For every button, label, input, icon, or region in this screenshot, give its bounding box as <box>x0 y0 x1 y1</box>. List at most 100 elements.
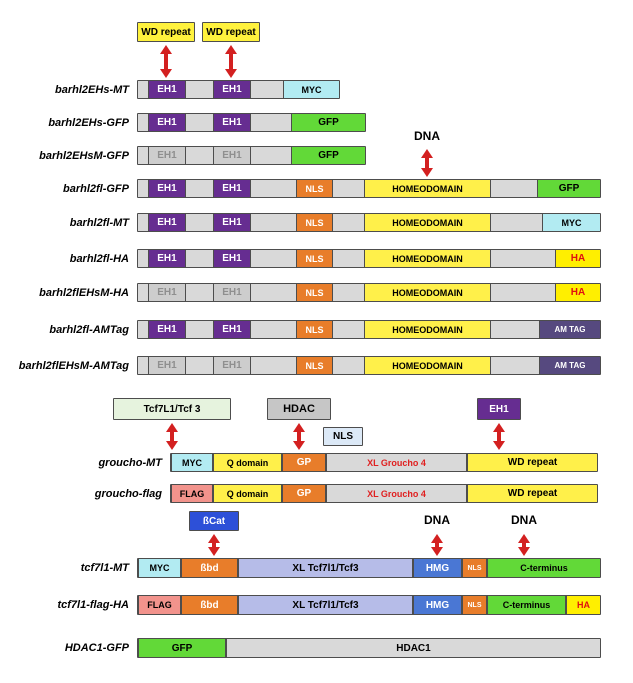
arrowhead-down-icon <box>293 441 305 450</box>
arrow-shaft <box>229 52 233 71</box>
dna-label-2: DNA <box>424 513 450 527</box>
construct-label-groucho-MT: groucho-MT <box>98 456 162 469</box>
arrowhead-up-icon <box>208 534 220 543</box>
eh1-domain-1: EH1 <box>148 80 186 99</box>
homeodomain: HOMEODOMAIN <box>364 213 491 232</box>
eh1-label-arrow-icon <box>493 423 505 450</box>
nls-domain: NLS <box>296 249 333 268</box>
arrowhead-down-icon <box>518 547 530 556</box>
arrow-shaft <box>297 430 301 443</box>
arrow-shaft <box>522 541 526 549</box>
flag-tag: FLAG <box>138 595 181 615</box>
homeodomain: HOMEODOMAIN <box>364 356 491 375</box>
construct-label-tcf7l1-flag-HA: tcf7l1-flag-HA <box>57 599 129 611</box>
eh1-mutated-2: EH1 <box>213 146 251 165</box>
xl-groucho4-region: XL Groucho 4 <box>326 453 467 472</box>
homeodomain: HOMEODOMAIN <box>364 283 491 302</box>
hmg-domain: HMG <box>413 595 462 615</box>
construct-label-barhl2flEHsM-HA: barhl2flEHsM-HA <box>39 286 129 299</box>
xl-groucho4-region: XL Groucho 4 <box>326 484 467 503</box>
ha-tag: HA <box>555 283 601 302</box>
arrowhead-up-icon <box>518 534 530 543</box>
arrowhead-down-icon <box>225 69 237 78</box>
construct-label-tcf7l1-MT: tcf7l1-MT <box>80 562 129 574</box>
nls-domain: NLS <box>296 320 333 339</box>
eh1-mutated-2: EH1 <box>213 356 251 375</box>
arrowhead-down-icon <box>160 69 172 78</box>
construct-label-groucho-flag: groucho-flag <box>94 487 162 500</box>
am-tag: AM TAG <box>539 356 601 375</box>
eh1-mutated-2: EH1 <box>213 283 251 302</box>
myc-tag: MYC <box>283 80 340 99</box>
eh1-mutated-1: EH1 <box>148 283 186 302</box>
nls-domain: NLS <box>296 283 333 302</box>
dna-label-1: DNA <box>414 129 440 143</box>
arrow-shaft <box>425 156 429 170</box>
gp-domain: GP <box>282 484 326 503</box>
dna-label-1-arrow-icon <box>421 149 433 177</box>
construct-label-barhl2EHsM-GFP: barhl2EHsM-GFP <box>39 149 129 162</box>
c-terminus-domain: C-terminus <box>487 595 566 615</box>
ha-tag: HA <box>566 595 601 615</box>
eh1-domain-2: EH1 <box>213 80 251 99</box>
myc-tag: MYC <box>171 453 213 472</box>
bcat-label-arrow-icon <box>208 534 220 556</box>
eh1-domain-2: EH1 <box>213 113 251 132</box>
arrow-shaft <box>164 52 168 71</box>
myc-tag: MYC <box>138 558 181 578</box>
eh1-domain-1: EH1 <box>148 320 186 339</box>
nls-domain: NLS <box>462 558 487 578</box>
c-terminus-domain: C-terminus <box>487 558 601 578</box>
homeodomain: HOMEODOMAIN <box>364 179 491 198</box>
construct-bar-barhl2EHs-MT: EH1 EH1 MYC <box>137 80 340 99</box>
arrowhead-up-icon <box>293 423 305 432</box>
arrowhead-down-icon <box>493 441 505 450</box>
hdac1-protein: HDAC1 <box>226 638 601 658</box>
construct-label-barhl2flEHsM-AMTag: barhl2flEHsM-AMTag <box>18 359 129 372</box>
xl-tcf7l1-tcf3-region: XL Tcf7l1/Tcf3 <box>238 595 413 615</box>
nls-domain: NLS <box>296 179 333 198</box>
dna-label-3-arrow-icon <box>518 534 530 556</box>
eh1-domain-1: EH1 <box>148 249 186 268</box>
wd-repeat-label-1-arrow-icon <box>160 45 172 78</box>
dna-label-3: DNA <box>511 513 537 527</box>
arrow-shaft <box>435 541 439 549</box>
hmg-domain: HMG <box>413 558 462 578</box>
dna-label-2-arrow-icon <box>431 534 443 556</box>
ha-tag: HA <box>555 249 601 268</box>
arrowhead-up-icon <box>421 149 433 158</box>
arrowhead-down-icon <box>421 168 433 177</box>
eh1-domain-2: EH1 <box>213 249 251 268</box>
arrowhead-down-icon <box>166 441 178 450</box>
construct-bar-barhl2fl-HA: EH1 EH1 NLS HOMEODOMAIN HA <box>137 249 601 268</box>
wd-repeat-label-1: WD repeat <box>137 22 195 42</box>
hdac-label-arrow-icon <box>293 423 305 450</box>
bbd-domain: ßbd <box>181 595 238 615</box>
eh1-domain-2: EH1 <box>213 213 251 232</box>
xl-tcf7l1-tcf3-region: XL Tcf7l1/Tcf3 <box>238 558 413 578</box>
nls-domain: NLS <box>296 356 333 375</box>
hdac-label: HDAC <box>267 398 331 420</box>
arrow-shaft <box>170 430 174 443</box>
gfp-tag: GFP <box>291 146 366 165</box>
eh1-domain-1: EH1 <box>148 113 186 132</box>
homeodomain: HOMEODOMAIN <box>364 249 491 268</box>
arrowhead-up-icon <box>160 45 172 54</box>
eh1-label: EH1 <box>477 398 521 420</box>
construct-label-barhl2fl-MT: barhl2fl-MT <box>69 216 129 229</box>
nls-domain: NLS <box>462 595 487 615</box>
arrowhead-up-icon <box>225 45 237 54</box>
wd-repeat-label-2-arrow-icon <box>225 45 237 78</box>
construct-label-barhl2fl-HA: barhl2fl-HA <box>69 252 129 265</box>
gp-domain: GP <box>282 453 326 472</box>
